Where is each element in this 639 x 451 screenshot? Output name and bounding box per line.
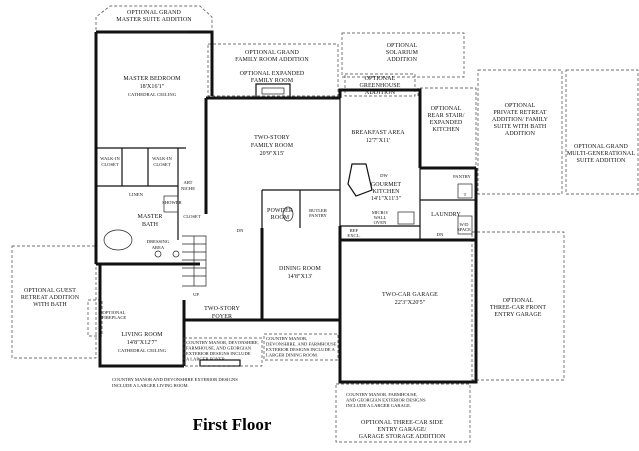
fireplace-icon (255, 83, 291, 99)
linen-label: LINEN (129, 192, 143, 197)
foyer-note: COUNTRY MANOR, DEVONSHIRE,FARMHOUSE, AND… (186, 340, 259, 362)
toilet-icon (282, 206, 294, 222)
dw-label: DW (380, 173, 388, 178)
shower-label: SHOWER (162, 200, 182, 205)
walls (94, 30, 478, 384)
stair-icon (182, 235, 207, 287)
pantry-label: PANTRY (453, 174, 471, 179)
exterior-notes: COUNTRY MANOR, DEVONSHIRE,FARMHOUSE, AND… (112, 333, 426, 408)
fixtures (103, 31, 473, 367)
laundry-label: LAUNDRY (431, 212, 461, 218)
garage-note: COUNTRY MANOR, FARMHOUSE,AND GEORGIAN EX… (346, 392, 426, 408)
up-stair-label: UP (193, 292, 199, 297)
dn-laundry-label: DN (437, 232, 444, 237)
dn-stair-label: DN (237, 228, 244, 233)
optional-additions (11, 5, 639, 443)
island-icon (347, 163, 373, 197)
closet-label: CLOSET (183, 214, 201, 219)
tub-icon (103, 229, 133, 251)
t-label: T (464, 192, 467, 197)
floor-title: First Floor (193, 415, 272, 434)
living-note: COUNTRY MANOR AND DEVONSHIRE EXTERIOR DE… (112, 377, 238, 388)
